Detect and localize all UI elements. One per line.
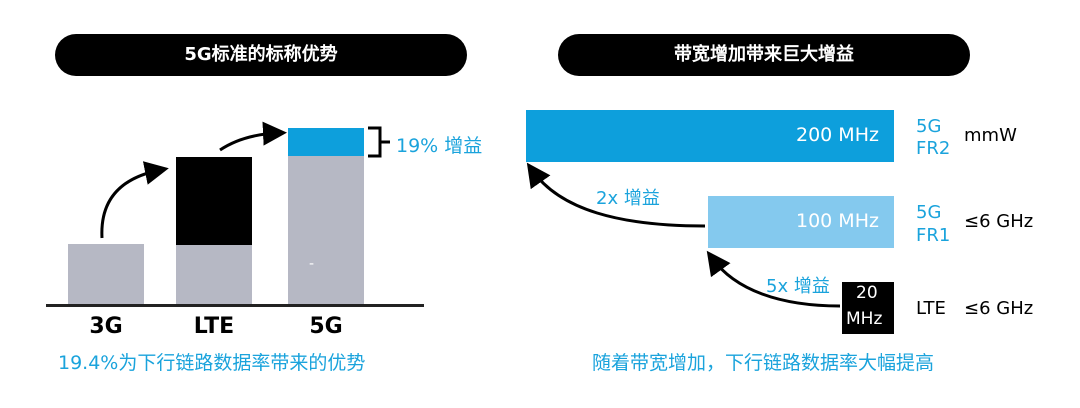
label-20mhz-line2: MHz	[846, 309, 883, 329]
bar-5g-base	[288, 156, 364, 305]
tick-lte: LTE	[193, 314, 235, 339]
row3-tech: LTE	[916, 298, 946, 319]
bar-lte-gain	[176, 157, 252, 245]
bar-100mhz	[708, 196, 894, 248]
row2-band: ≤6 GHz	[964, 211, 1034, 232]
gain-bracket	[368, 126, 390, 158]
right-panel-title: 带宽增加带来巨大增益	[558, 34, 970, 76]
left-panel-title: 5G标准的标称优势	[55, 34, 467, 76]
gain-19-label: 19% 增益	[396, 135, 483, 157]
bar-5g-gain	[288, 128, 364, 156]
label-200mhz: 200 MHz	[796, 124, 879, 146]
bar-5g-marker: -	[309, 256, 315, 272]
label-100mhz: 100 MHz	[796, 210, 879, 232]
right-footnote: 随着带宽增加，下行链路数据率大幅提高	[592, 352, 935, 374]
row2-tech-line1: 5G	[916, 202, 942, 223]
baseline	[46, 304, 424, 307]
row1-tech-line2: FR2	[916, 138, 951, 159]
row2-tech-line2: FR1	[916, 225, 951, 246]
row3-band: ≤6 GHz	[964, 298, 1034, 319]
row1-band: mmW	[964, 125, 1017, 146]
gain-2x-label: 2x 增益	[596, 188, 660, 209]
arrow-lte-to-5g	[219, 121, 287, 152]
bar-lte-base	[176, 245, 252, 305]
bar-200mhz	[526, 110, 894, 162]
bar-20mhz	[842, 282, 894, 334]
bar-3g	[68, 244, 144, 305]
label-20mhz-line1: 20	[856, 283, 878, 303]
row1-tech-line1: 5G	[916, 116, 942, 137]
tick-3g: 3G	[89, 314, 123, 339]
tick-5g: 5G	[309, 314, 343, 339]
arrow-3g-to-lte	[100, 161, 169, 239]
gain-5x-label: 5x 增益	[766, 276, 830, 297]
left-footnote: 19.4%为下行链路数据率带来的优势	[58, 352, 366, 374]
